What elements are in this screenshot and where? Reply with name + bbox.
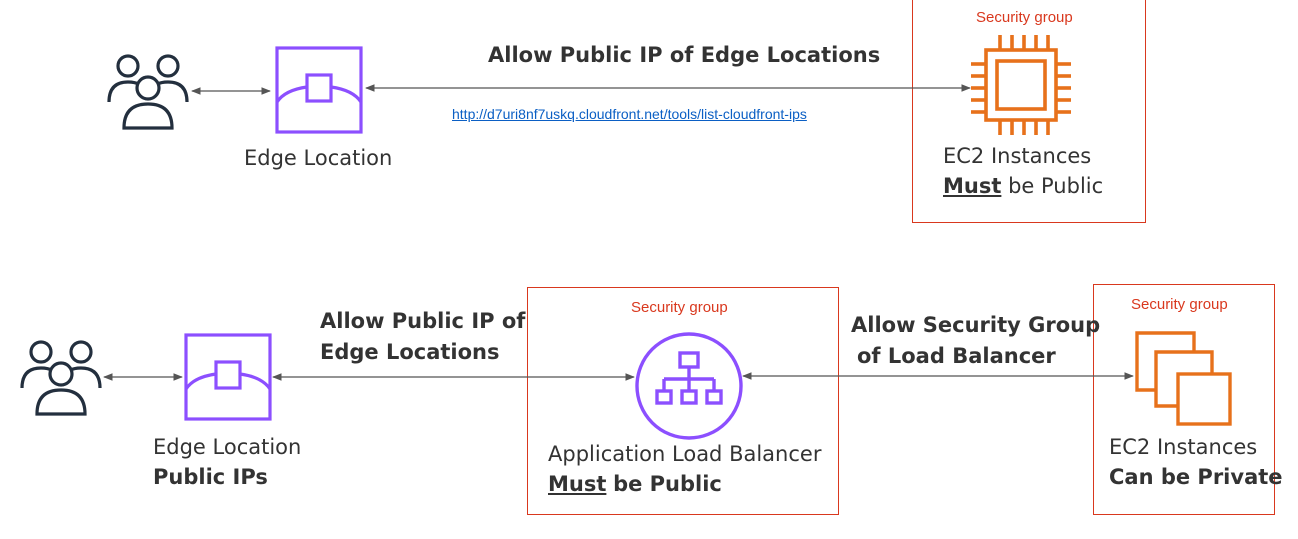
bottom-edge-label-line1: Edge Location — [153, 435, 302, 459]
load-balancer-icon — [635, 332, 743, 440]
bottom-arrow1-label: Allow Public IP of Edge Locations — [320, 306, 525, 368]
top-ec2-be-public: be Public — [1008, 174, 1104, 198]
alb-security-group-box — [527, 287, 839, 515]
bottom-edge-location-label: Edge Location Public IPs — [153, 432, 301, 492]
users-icon — [20, 340, 102, 416]
bottom-arrow2-label: Allow Security Group of Load Balancer — [851, 310, 1100, 372]
top-ec2-label-line1: EC2 Instances — [943, 144, 1092, 168]
alb-label: Application Load Balancer Must be Public — [548, 439, 821, 499]
ec2-chip-icon — [971, 35, 1071, 135]
top-ec2-label-line2: Must be Public — [943, 171, 1103, 201]
bottom-ec2-label-line1: EC2 Instances — [1109, 435, 1258, 459]
alb-label-line1: Application Load Balancer — [548, 442, 822, 466]
top-ec2-label: EC2 Instances Must be Public — [943, 141, 1103, 201]
bottom-ec2-label-line2: Can be Private — [1109, 465, 1283, 489]
edge-location-icon — [275, 46, 363, 134]
alb-security-group-label: Security group — [631, 299, 728, 316]
top-security-group-box — [912, 0, 1146, 223]
bottom-arrow1-label-line2: Edge Locations — [320, 340, 500, 364]
top-edge-location-label: Edge Location — [244, 146, 393, 170]
bottom-edge-label-line2: Public IPs — [153, 465, 268, 489]
edge-location-icon — [184, 333, 272, 421]
ec2-instances-icon — [1135, 331, 1232, 426]
alb-must: Must — [548, 472, 607, 496]
alb-be-public: be Public — [613, 472, 722, 496]
users-icon — [107, 54, 189, 130]
top-security-group-label: Security group — [976, 9, 1073, 26]
bottom-arrow1-label-line1: Allow Public IP of — [320, 309, 526, 333]
bottom-arrow2-label-line1: Allow Security Group — [851, 313, 1101, 337]
top-arrow-label: Allow Public IP of Edge Locations — [488, 43, 881, 67]
bottom-arrow2-label-line2: of Load Balancer — [857, 344, 1056, 368]
cloudfront-ips-link[interactable]: http://d7uri8nf7uskq.cloudfront.net/tool… — [452, 106, 807, 122]
bottom-ec2-label: EC2 Instances Can be Private — [1109, 432, 1283, 492]
ec2-security-group-box — [1093, 284, 1275, 515]
ec2-security-group-label: Security group — [1131, 296, 1228, 313]
alb-label-line2: Must be Public — [548, 469, 821, 499]
top-ec2-must: Must — [943, 174, 1002, 198]
